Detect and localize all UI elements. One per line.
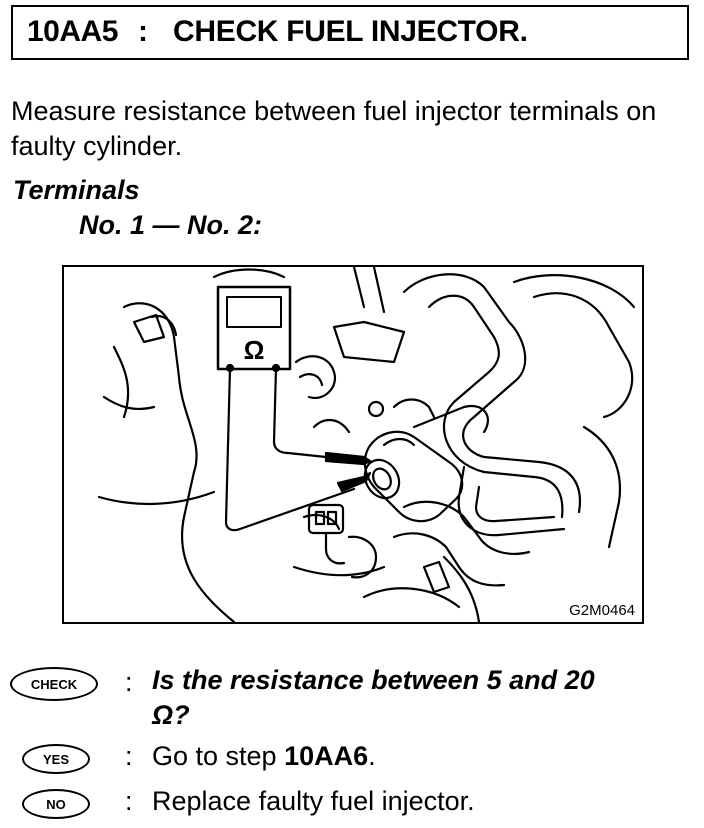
step-title: CHECK FUEL INJECTOR. — [173, 15, 528, 48]
yes-colon: : — [125, 741, 133, 771]
step-header-box: 10AA5 : CHECK FUEL INJECTOR. — [11, 5, 689, 60]
yes-text: Go to step — [152, 741, 285, 771]
check-question-line2: Ω? — [152, 700, 190, 730]
step-colon: : — [138, 15, 148, 48]
check-colon: : — [125, 667, 133, 697]
ohm-symbol: Ω — [244, 335, 265, 365]
no-answer: Replace faulty fuel injector. — [152, 786, 475, 816]
no-colon: : — [125, 786, 133, 816]
next-step-link[interactable]: 10AA6 — [284, 741, 369, 771]
check-badge: CHECK — [10, 667, 98, 701]
injector-illustration: Ω G2M0464 — [62, 265, 644, 624]
yes-suffix: . — [368, 741, 376, 771]
yes-answer: Go to step 10AA6. — [152, 741, 376, 772]
step-code: 10AA5 — [27, 15, 118, 48]
check-question-line1: Is the resistance between 5 and 20 — [152, 665, 595, 695]
terminals-pair: No. 1 — No. 2: — [79, 210, 263, 240]
terminals-heading: Terminals — [13, 175, 140, 205]
instruction-text: Measure resistance between fuel injector… — [11, 96, 657, 161]
no-badge: NO — [22, 789, 90, 819]
yes-badge: YES — [22, 744, 90, 774]
figure-id: G2M0464 — [567, 602, 637, 619]
